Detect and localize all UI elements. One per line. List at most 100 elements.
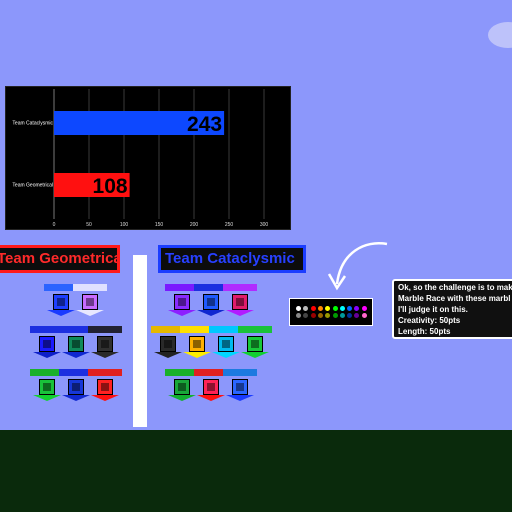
- message-line: I'll judge it on this.: [398, 305, 468, 314]
- player-icon: [203, 294, 219, 310]
- x-tick-label: 200: [190, 222, 199, 228]
- palette-color-dot: [361, 306, 367, 311]
- x-tick-label: 100: [120, 222, 129, 228]
- player-tile[interactable]: [151, 326, 185, 358]
- player-platform: [33, 395, 61, 401]
- palette-color-dot: [317, 306, 323, 311]
- curved-arrow-icon: [327, 242, 388, 291]
- x-tick-label: 0: [53, 222, 56, 228]
- palette-color-dot: [339, 306, 345, 311]
- bar: [54, 111, 225, 135]
- palette-color-dot: [339, 313, 345, 318]
- player-platform: [226, 395, 254, 401]
- team-cataclysmic-header: Team Cataclysmic: [158, 245, 306, 273]
- player-platform: [183, 352, 211, 358]
- player-tile[interactable]: [194, 284, 228, 316]
- player-tile[interactable]: [44, 284, 78, 316]
- player-tile[interactable]: [59, 326, 93, 358]
- palette-color-dot: [296, 306, 301, 311]
- player-platform: [76, 310, 104, 316]
- player-tag: [223, 369, 257, 376]
- palette-color-dot: [332, 313, 338, 318]
- player-tile[interactable]: [238, 326, 272, 358]
- palette-color-dot: [332, 306, 338, 311]
- palette-color-dot: [354, 313, 360, 318]
- player-icon: [97, 379, 113, 395]
- team-geometrical-label: Team Geometrical: [0, 250, 120, 267]
- player-tile[interactable]: [180, 326, 214, 358]
- palette-color-dot: [325, 306, 331, 311]
- player-platform: [241, 352, 269, 358]
- palette-color-dot: [347, 306, 353, 311]
- player-tag: [238, 326, 272, 333]
- player-tag: [151, 326, 185, 333]
- player-tile[interactable]: [88, 326, 122, 358]
- player-tile[interactable]: [223, 369, 257, 401]
- player-platform: [47, 310, 75, 316]
- player-tag: [194, 284, 228, 291]
- player-tag: [165, 284, 199, 291]
- player-icon: [82, 294, 98, 310]
- player-platform: [212, 352, 240, 358]
- x-tick-label: 300: [260, 222, 269, 228]
- player-platform: [33, 352, 61, 358]
- palette-color-dot: [303, 306, 309, 311]
- player-icon: [232, 379, 248, 395]
- team-cataclysmic-label: Team Cataclysmic: [165, 250, 295, 267]
- palette-color-dot: [296, 313, 301, 318]
- palette-color-dot: [354, 306, 360, 311]
- player-icon: [68, 336, 84, 352]
- player-icon: [189, 336, 205, 352]
- player-platform: [91, 395, 119, 401]
- bar: [54, 173, 130, 197]
- message-line: Ok, so the challenge is to make: [398, 283, 512, 292]
- player-platform: [226, 310, 254, 316]
- message-line: Marble Race with these marbl: [398, 294, 511, 303]
- player-platform: [168, 310, 196, 316]
- player-tile[interactable]: [59, 369, 93, 401]
- player-tile[interactable]: [165, 284, 199, 316]
- player-tag: [194, 369, 228, 376]
- palette-color-dot: [303, 313, 309, 318]
- player-platform: [168, 395, 196, 401]
- player-icon: [232, 294, 248, 310]
- palette-color-dot: [347, 313, 353, 318]
- player-platform: [62, 395, 90, 401]
- data-label: 108: [93, 175, 128, 198]
- player-tag: [209, 326, 243, 333]
- player-tile[interactable]: [209, 326, 243, 358]
- player-tile[interactable]: [165, 369, 199, 401]
- player-platform: [197, 310, 225, 316]
- player-tag: [165, 369, 199, 376]
- palette-color-dot: [310, 313, 316, 318]
- player-tag: [30, 326, 64, 333]
- category-label: Team Geometrical: [12, 183, 53, 189]
- player-tag: [59, 326, 93, 333]
- color-palette: [289, 298, 373, 326]
- player-icon: [97, 336, 113, 352]
- team-geometrical-header: Team Geometrical: [0, 245, 120, 273]
- player-tile[interactable]: [223, 284, 257, 316]
- team-divider: [133, 255, 147, 427]
- player-tile[interactable]: [194, 369, 228, 401]
- player-icon: [68, 379, 84, 395]
- player-icon: [174, 379, 190, 395]
- palette-color-dot: [361, 313, 367, 318]
- player-tile[interactable]: [30, 369, 64, 401]
- category-label: Team Cataclysmic: [12, 121, 53, 127]
- player-tile[interactable]: [30, 326, 64, 358]
- player-tile[interactable]: [88, 369, 122, 401]
- player-tile[interactable]: [73, 284, 107, 316]
- player-tag: [59, 369, 93, 376]
- player-tag: [180, 326, 214, 333]
- player-icon: [160, 336, 176, 352]
- player-icon: [39, 379, 55, 395]
- player-icon: [247, 336, 263, 352]
- cloud: [488, 22, 512, 48]
- player-tag: [88, 326, 122, 333]
- player-tag: [88, 369, 122, 376]
- x-tick-label: 250: [225, 222, 234, 228]
- player-platform: [197, 395, 225, 401]
